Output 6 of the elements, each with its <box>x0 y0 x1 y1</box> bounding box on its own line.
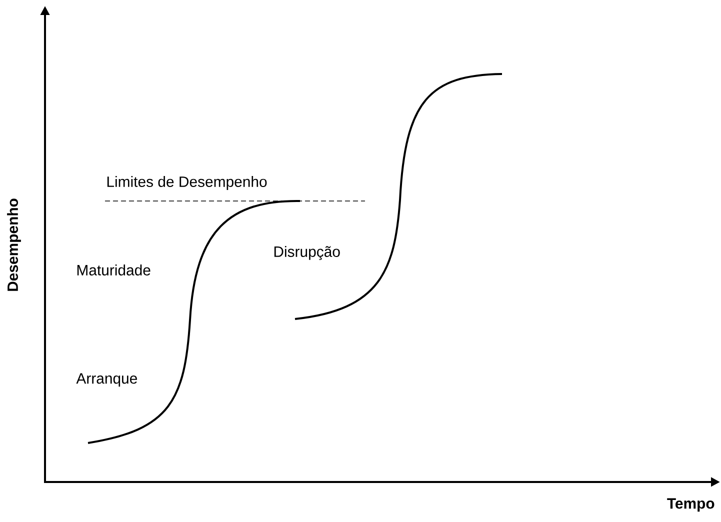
phase-label: Maturidade <box>77 264 150 276</box>
axis-label: Tempo <box>667 498 714 512</box>
phase-label: Disrupção <box>274 246 340 260</box>
axis-label: Desempenho <box>7 198 21 291</box>
phase-label: Arranque <box>76 373 137 387</box>
limit-label: Limites de Desempenho <box>107 176 267 190</box>
